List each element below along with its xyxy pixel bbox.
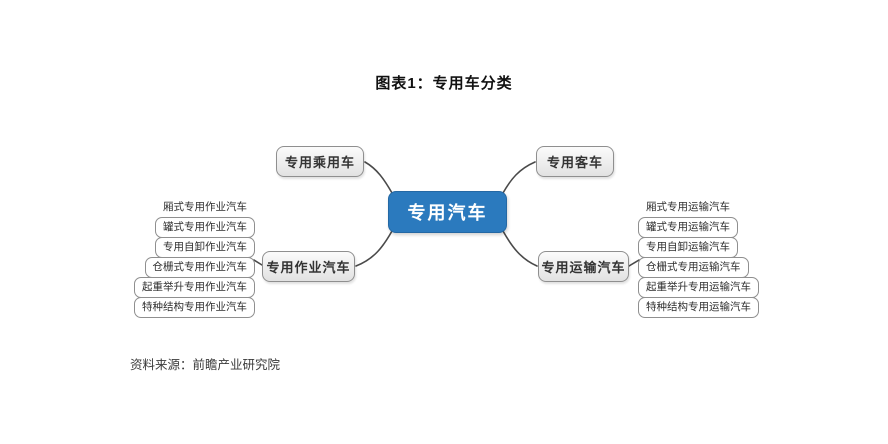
link-center-to-passenger: [364, 161, 393, 194]
link-center-to-work: [355, 230, 393, 267]
center-node: 专用汽车: [388, 191, 507, 233]
link-center-to-transport: [502, 230, 538, 267]
subtopic-item: 专用自卸运输汽车: [638, 237, 738, 258]
subtopic-item: 起重举升专用作业汽车: [134, 277, 255, 298]
subtopic-item: 罐式专用运输汽车: [638, 217, 738, 238]
subtopic-item: 特种结构专用运输汽车: [638, 297, 759, 318]
branch-node-special-transport-vehicle: 专用运输汽车: [538, 251, 629, 282]
source-note: 资料来源：前瞻产业研究院: [130, 358, 281, 372]
link-transport-to-sublist: [628, 259, 640, 267]
subtopic-item: 罐式专用作业汽车: [155, 217, 255, 238]
branch-node-special-bus: 专用客车: [536, 146, 614, 177]
subtopic-item: 仓栅式专用作业汽车: [144, 257, 255, 278]
figure-title: 图表1：专用车分类: [375, 75, 513, 92]
subtopic-item: 仓栅式专用运输汽车: [638, 257, 749, 278]
transport-vehicle-subtopic-list: 厢式专用运输汽车 罐式专用运输汽车 专用自卸运输汽车 仓栅式专用运输汽车 起重举…: [638, 197, 759, 318]
link-work-to-sublist: [253, 259, 263, 266]
work-vehicle-subtopic-list: 厢式专用作业汽车 罐式专用作业汽车 专用自卸作业汽车 仓栅式专用作业汽车 起重举…: [134, 197, 255, 318]
subtopic-item: 厢式专用运输汽车: [646, 201, 730, 213]
branch-node-special-passenger-car: 专用乘用车: [276, 146, 364, 177]
subtopic-item: 专用自卸作业汽车: [155, 237, 255, 258]
branch-node-special-work-vehicle: 专用作业汽车: [262, 251, 355, 282]
subtopic-item: 特种结构专用作业汽车: [134, 297, 255, 318]
subtopic-item: 起重举升专用运输汽车: [638, 277, 759, 298]
link-center-to-bus: [502, 161, 536, 194]
subtopic-item: 厢式专用作业汽车: [163, 201, 247, 213]
